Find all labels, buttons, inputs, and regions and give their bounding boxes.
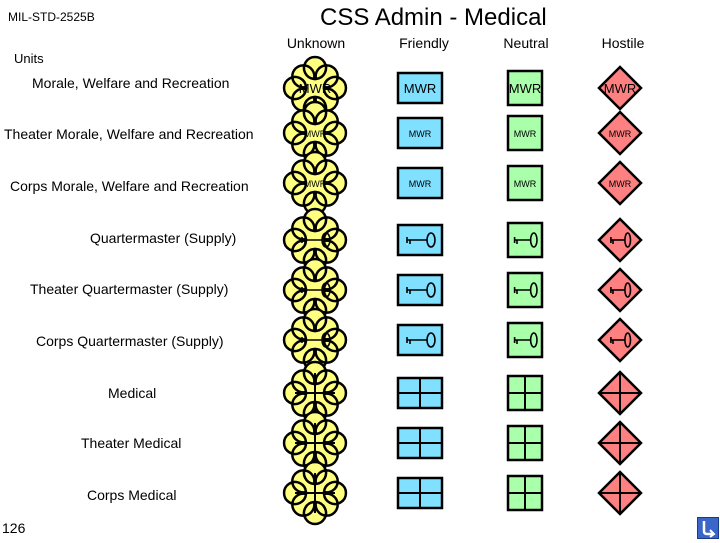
svg-text:MWR: MWR [409,179,432,189]
symbol-medical-cross-hostile [597,370,643,416]
svg-text:MWR: MWR [609,129,632,139]
symbol-quartermaster-key-hostile [597,217,643,263]
svg-text:MWR: MWR [514,129,537,139]
row-label-theater-quartermaster: Theater Quartermaster (Supply) [30,281,229,297]
return-arrow-icon [702,521,716,538]
symbol-mwr-friendly: MWR [396,166,444,200]
symbol-medical-cross-friendly [396,376,444,410]
symbol-quartermaster-key-friendly [396,273,444,307]
svg-text:MWR: MWR [509,81,542,96]
symbol-medical-cross-hostile [597,470,643,516]
svg-text:MWR: MWR [514,179,537,189]
row-label-medical: Medical [108,385,157,401]
return-arrow-button[interactable] [697,517,719,539]
row-label-corps-mwr: Corps Morale, Welfare and Recreation [10,178,249,194]
symbol-mwr-neutral: MWR [506,69,544,107]
symbol-quartermaster-key-friendly [396,323,444,357]
symbol-mwr-neutral: MWR [506,164,544,202]
svg-text:MWR: MWR [404,81,437,96]
page-title: CSS Admin - Medical [320,4,547,31]
row-label-mwr: Morale, Welfare and Recreation [32,75,230,91]
column-header-unknown: Unknown [286,35,346,51]
column-header-neutral: Neutral [503,35,549,51]
svg-text:MWR: MWR [609,179,632,189]
row-label-theater-medical: Theater Medical [81,435,182,451]
symbol-medical-cross-neutral [506,424,544,462]
symbol-medical-cross-unknown [282,360,348,426]
symbol-mwr-hostile: MWR [597,110,643,156]
symbol-mwr-unknown: MWR [282,150,348,216]
symbol-quartermaster-key-neutral [506,221,544,259]
svg-text:MWR: MWR [299,81,332,96]
svg-text:MWR: MWR [304,129,327,139]
column-header-friendly: Friendly [399,35,449,51]
units-heading: Units [14,51,44,66]
symbol-mwr-neutral: MWR [506,114,544,152]
symbol-medical-cross-friendly [396,426,444,460]
symbol-quartermaster-key-hostile [597,317,643,363]
symbol-quartermaster-key-friendly [396,223,444,257]
row-label-theater-mwr: Theater Morale, Welfare and Recreation [4,126,254,142]
page-number: 126 [2,520,26,536]
svg-text:MWR: MWR [304,179,327,189]
symbol-medical-cross-neutral [506,374,544,412]
row-label-quartermaster: Quartermaster (Supply) [90,230,237,246]
symbol-mwr-friendly: MWR [396,71,444,105]
symbol-quartermaster-key-unknown [282,257,348,323]
row-label-corps-quartermaster: Corps Quartermaster (Supply) [36,333,224,349]
symbol-quartermaster-key-hostile [597,267,643,313]
symbol-quartermaster-key-neutral [506,321,544,359]
symbol-medical-cross-friendly [396,476,444,510]
symbol-mwr-unknown: MWR [282,55,348,121]
svg-text:MWR: MWR [409,129,432,139]
symbol-quartermaster-key-unknown [282,307,348,373]
column-header-hostile: Hostile [601,35,645,51]
symbol-medical-cross-neutral [506,474,544,512]
symbol-medical-cross-unknown [282,460,348,526]
svg-text:MWR: MWR [604,81,637,96]
standard-label: MIL-STD-2525B [8,10,95,24]
symbol-mwr-friendly: MWR [396,116,444,150]
symbol-quartermaster-key-neutral [506,271,544,309]
symbol-medical-cross-hostile [597,420,643,466]
symbol-mwr-hostile: MWR [597,160,643,206]
row-label-corps-medical: Corps Medical [87,487,177,503]
symbol-medical-cross-unknown [282,410,348,476]
symbol-mwr-unknown: MWR [282,100,348,166]
symbol-quartermaster-key-unknown [282,207,348,273]
symbol-mwr-hostile: MWR [597,65,643,111]
